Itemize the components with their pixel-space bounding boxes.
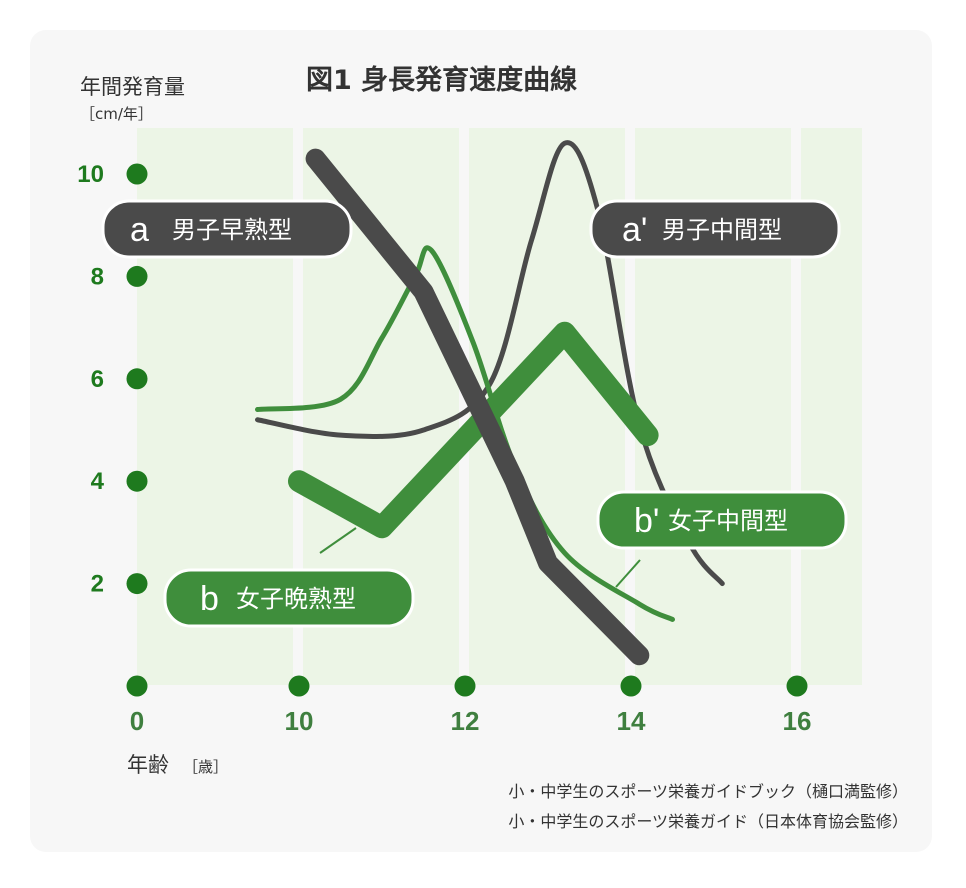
y-tick-label: 2 bbox=[91, 571, 104, 598]
y-tick-dot bbox=[126, 470, 148, 492]
x-tick-dot bbox=[454, 675, 476, 697]
label-letter: a bbox=[130, 211, 149, 249]
series-label-a: a 男子早熟型 bbox=[101, 199, 353, 259]
label-letter: b bbox=[200, 580, 219, 618]
label-letter: a' bbox=[622, 211, 647, 249]
x-tick-dot bbox=[786, 675, 808, 697]
source-line-1: 小・中学生のスポーツ栄養ガイドブック（樋口満監修） bbox=[508, 782, 908, 801]
label-pill bbox=[596, 490, 848, 550]
leader-line-b2 bbox=[615, 559, 641, 588]
x-tick-label: 14 bbox=[617, 706, 646, 736]
y-tick-dot bbox=[126, 265, 148, 287]
label-letter: b' bbox=[634, 502, 659, 540]
series-label-b: b 女子晩熟型 bbox=[163, 568, 415, 628]
x-axis-ticks: 0 10 12 14 16 bbox=[126, 675, 812, 736]
y-tick-dot bbox=[126, 368, 148, 390]
label-name: 男子早熟型 bbox=[172, 216, 292, 244]
label-pill bbox=[589, 199, 841, 259]
series-line-b2 bbox=[255, 245, 675, 622]
series-labels: a 男子早熟型 a' 男子中間型 b 女子晩熟型 b' 女子中間型 bbox=[101, 199, 848, 628]
series-label-b2: b' 女子中間型 bbox=[596, 490, 848, 550]
y-axis-ticks: 10 8 6 4 2 bbox=[77, 161, 148, 598]
label-name: 女子晩熟型 bbox=[236, 585, 356, 613]
x-tick-dot bbox=[620, 675, 642, 697]
series-line-a bbox=[305, 148, 650, 666]
leader-line-b bbox=[319, 527, 357, 554]
x-tick-label: 10 bbox=[285, 706, 314, 736]
y-axis-label: 年間発育量 bbox=[80, 75, 185, 99]
label-pill bbox=[163, 568, 415, 628]
x-tick-label: 12 bbox=[451, 706, 480, 736]
y-tick-dot bbox=[126, 163, 148, 185]
source-line-2: 小・中学生のスポーツ栄養ガイド（日本体育協会監修） bbox=[508, 812, 908, 831]
y-axis-unit: ［cm/年］ bbox=[80, 105, 153, 123]
y-tick-label: 6 bbox=[91, 366, 104, 393]
label-name: 女子中間型 bbox=[668, 507, 788, 535]
series-line-a2 bbox=[255, 140, 725, 587]
x-tick-label: 16 bbox=[783, 706, 812, 736]
y-tick-label: 4 bbox=[91, 468, 105, 495]
series-lines bbox=[255, 140, 725, 666]
label-pill bbox=[101, 199, 353, 259]
y-tick-label: 10 bbox=[77, 161, 104, 188]
x-tick-dot bbox=[126, 675, 148, 697]
x-axis-label: 年齢 bbox=[127, 753, 169, 777]
x-tick-label: 0 bbox=[130, 706, 144, 736]
series-line-b bbox=[288, 321, 659, 539]
x-tick-dot bbox=[288, 675, 310, 697]
label-name: 男子中間型 bbox=[662, 216, 782, 244]
y-tick-dot bbox=[126, 573, 148, 595]
chart-title: 図1 身長発育速度曲線 bbox=[306, 64, 577, 96]
y-tick-label: 8 bbox=[91, 263, 104, 290]
x-axis-unit: ［歳］ bbox=[183, 758, 228, 776]
series-label-a2: a' 男子中間型 bbox=[589, 199, 841, 259]
